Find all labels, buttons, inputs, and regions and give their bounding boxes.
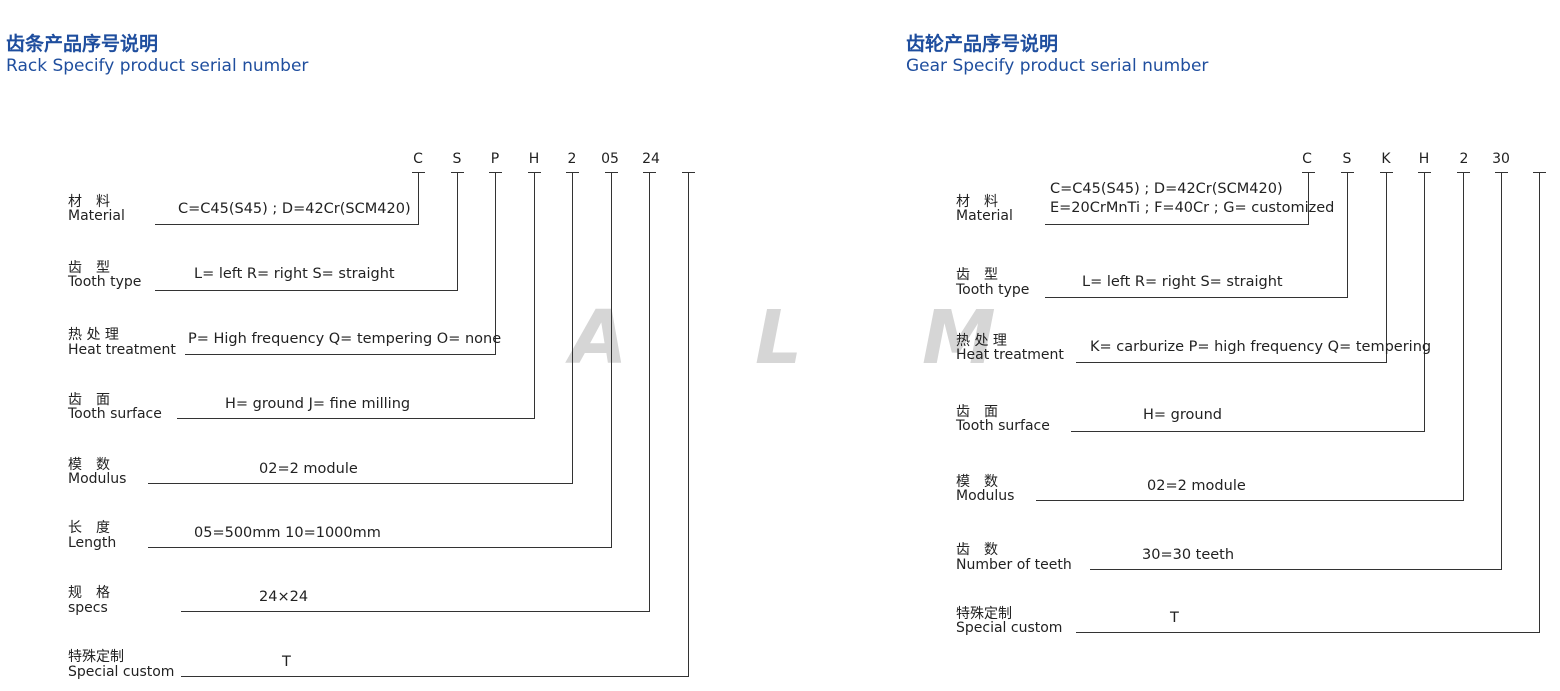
rack-title-en: Rack Specify product serial number (6, 56, 309, 76)
gear-row-modulus-en: Modulus (956, 488, 1015, 504)
gear-row-tooth-type-en: Tooth type (956, 282, 1030, 298)
rack-row-heat-en: Heat treatment (68, 342, 176, 358)
gear-connector-teeth (1090, 172, 1508, 570)
gear-row-heat-cn: 热 处 理 (956, 333, 1007, 349)
gear-code-teeth: 30 (1492, 151, 1510, 167)
gear-title-en: Gear Specify product serial number (906, 56, 1209, 76)
rack-row-specs-en: specs (68, 600, 108, 616)
gear-row-surface-cn: 齿 面 (956, 404, 998, 420)
gear-code-tooth-type: S (1342, 151, 1352, 167)
gear-row-modulus-desc: 02=2 module (1147, 478, 1246, 494)
gear-connector-modulus (1036, 172, 1470, 501)
rack-row-material-desc: C=C45(S45) ; D=42Cr(SCM420) (178, 201, 411, 217)
rack-row-tooth-type-cn: 齿 型 (68, 260, 110, 276)
rack-connector-length (148, 172, 618, 548)
rack-code-length: 05 (601, 151, 619, 167)
gear-connector-special (1076, 172, 1546, 633)
rack-row-special-desc: T (282, 654, 291, 670)
gear-row-special-en: Special custom (956, 620, 1063, 636)
rack-row-surface-desc: H= ground J= fine milling (225, 396, 411, 412)
gear-row-surface-en: Tooth surface (956, 418, 1050, 434)
rack-row-material-cn: 材 料 (68, 194, 110, 210)
gear-code-material: C (1302, 151, 1312, 167)
gear-code-modulus: 2 (1459, 151, 1469, 167)
gear-title-cn: 齿轮产品序号说明 (906, 33, 1059, 55)
gear-row-material-desc2: E=20CrMnTi ; F=40Cr ; G= customized (1050, 200, 1335, 216)
rack-row-tooth-type-en: Tooth type (68, 274, 142, 290)
rack-row-specs-desc: 24×24 (259, 589, 309, 605)
gear-connector-material (1045, 172, 1315, 225)
rack-code-modulus: 2 (567, 151, 577, 167)
gear-row-teeth-en: Number of teeth (956, 557, 1072, 573)
rack-row-length-en: Length (68, 535, 117, 551)
rack-row-surface-en: Tooth surface (68, 406, 162, 422)
gear-row-material-desc: C=C45(S45) ; D=42Cr(SCM420) (1050, 181, 1283, 197)
gear-row-teeth-cn: 齿 数 (956, 542, 998, 558)
gear-code-surface: H (1418, 151, 1430, 167)
rack-row-modulus-en: Modulus (68, 471, 127, 487)
rack-row-heat-cn: 热 处 理 (68, 327, 119, 343)
rack-connector-specs (181, 172, 656, 612)
gear-row-teeth-desc: 30=30 teeth (1142, 547, 1235, 563)
watermark-letter-m: M (922, 295, 996, 381)
watermark-letter-l: L (755, 295, 803, 381)
gear-row-heat-en: Heat treatment (956, 347, 1064, 363)
watermark-letter-a: A (570, 295, 628, 381)
rack-title-cn: 齿条产品序号说明 (6, 33, 159, 55)
rack-row-modulus-desc: 02=2 module (259, 461, 358, 477)
gear-row-material-cn: 材 料 (956, 194, 998, 210)
gear-row-tooth-type-cn: 齿 型 (956, 267, 998, 283)
rack-code-heat: P (490, 151, 500, 167)
rack-connector-modulus (148, 172, 579, 484)
gear-row-heat-desc: K= carburize P= high frequency Q= temper… (1090, 339, 1432, 355)
rack-connector-special (181, 172, 695, 677)
rack-row-specs-cn: 规 格 (68, 585, 110, 601)
gear-connector-tooth-type (1045, 172, 1354, 298)
gear-row-special-desc: T (1170, 610, 1179, 626)
gear-row-special-cn: 特殊定制 (956, 606, 1012, 622)
gear-row-tooth-type-desc: L= left R= right S= straight (1082, 274, 1283, 290)
rack-connector-material (155, 172, 425, 225)
gear-code-heat: K (1381, 151, 1391, 167)
rack-row-special-en: Special custom (68, 664, 175, 680)
rack-row-surface-cn: 齿 面 (68, 392, 110, 408)
rack-row-material-en: Material (68, 208, 125, 224)
rack-row-special-cn: 特殊定制 (68, 649, 124, 665)
rack-connector-surface (177, 172, 541, 419)
rack-row-length-desc: 05=500mm 10=1000mm (194, 525, 381, 541)
rack-code-tooth-type: S (452, 151, 462, 167)
rack-connector-tooth-type (155, 172, 464, 291)
rack-code-specs: 24 (642, 151, 660, 167)
gear-row-surface-desc: H= ground (1143, 407, 1222, 423)
rack-row-modulus-cn: 模 数 (68, 457, 110, 473)
gear-row-modulus-cn: 模 数 (956, 474, 998, 490)
rack-code-surface: H (528, 151, 540, 167)
rack-row-length-cn: 长 度 (68, 520, 110, 536)
rack-row-tooth-type-desc: L= left R= right S= straight (194, 266, 395, 282)
rack-connector-heat (185, 172, 502, 355)
rack-row-heat-desc: P= High frequency Q= tempering O= none (188, 331, 502, 347)
gear-connector-surface (1071, 172, 1431, 432)
gear-row-material-en: Material (956, 208, 1013, 224)
gear-connector-heat (1076, 172, 1393, 363)
rack-code-material: C (413, 151, 423, 167)
